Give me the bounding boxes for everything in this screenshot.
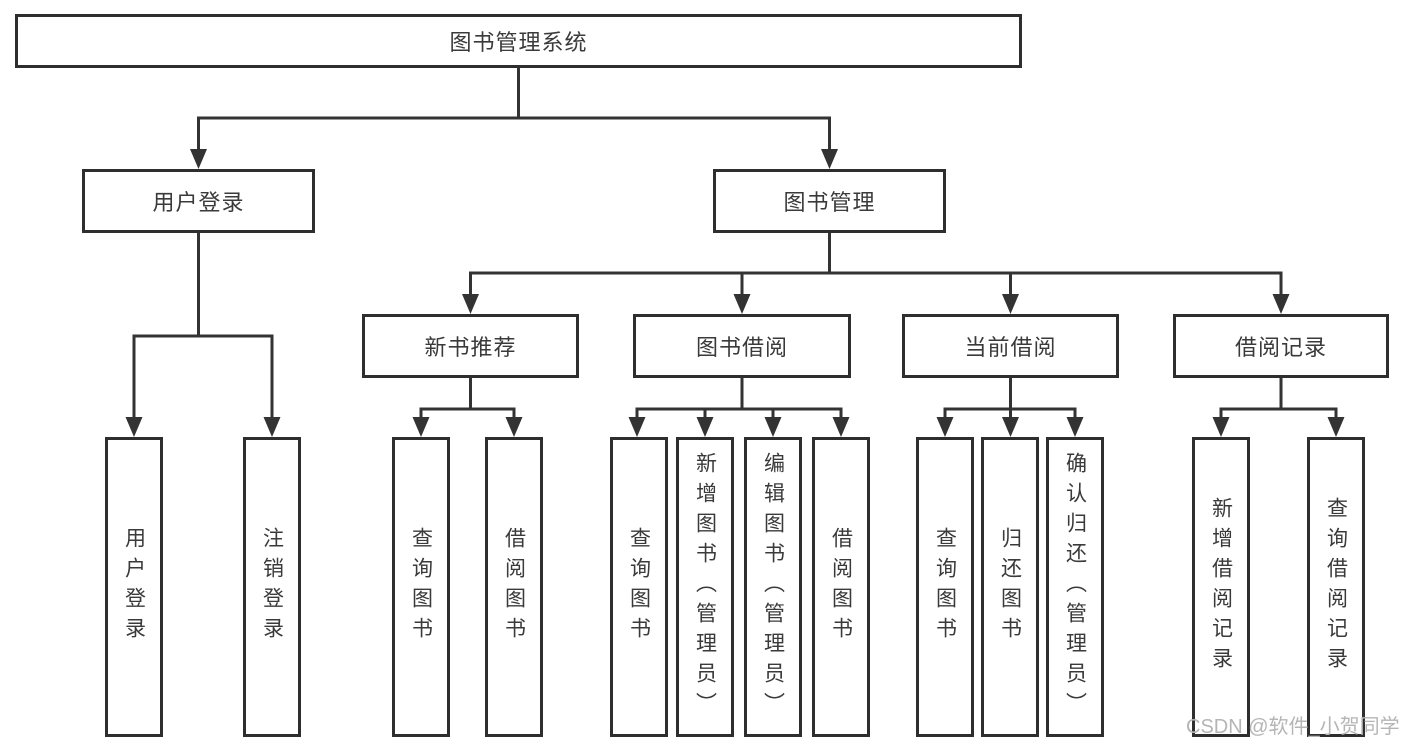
leaf-node-borrowing-edit-book-admin-label: 编辑图书（管理员） — [761, 452, 785, 722]
leaf-node-current-query-book-label: 查询图书 — [933, 527, 957, 647]
leaf-node-current-confirm-return-admin: 确认归还（管理员） — [1046, 437, 1104, 737]
leaf-node-current-query-book: 查询图书 — [916, 437, 974, 737]
group-node-new-book-recommend-label: 新书推荐 — [424, 335, 517, 360]
leaf-node-logout: 注销登录 — [243, 437, 301, 737]
leaf-node-recommend-borrow-book: 借阅图书 — [485, 437, 543, 737]
group-node-borrow-records-label: 借阅记录 — [1234, 335, 1327, 360]
root-node-library-system: 图书管理系统 — [15, 14, 1022, 68]
group-node-borrow-records: 借阅记录 — [1173, 314, 1389, 378]
leaf-node-recommend-query-book: 查询图书 — [392, 437, 450, 737]
group-node-current-borrowing: 当前借阅 — [902, 314, 1119, 378]
leaf-node-recommend-query-book-label: 查询图书 — [409, 527, 433, 647]
branch-node-book-management: 图书管理 — [713, 169, 946, 233]
leaf-node-records-add-record: 新增借阅记录 — [1192, 437, 1250, 737]
root-node-label: 图书管理系统 — [449, 30, 588, 55]
leaf-node-user-login-label: 用户登录 — [122, 527, 146, 647]
group-node-book-borrowing-label: 图书借阅 — [695, 335, 788, 360]
leaf-node-current-confirm-return-admin-label: 确认归还（管理员） — [1063, 452, 1087, 722]
leaf-node-current-return-book-label: 归还图书 — [998, 527, 1022, 647]
csdn-watermark: CSDN @软件_小贺同学 — [1186, 716, 1400, 738]
leaf-node-borrowing-borrow-book-label: 借阅图书 — [829, 527, 853, 647]
leaf-node-logout-label: 注销登录 — [260, 527, 284, 647]
branch-node-user-login-label: 用户登录 — [152, 190, 245, 215]
branch-node-user-login: 用户登录 — [82, 169, 315, 233]
leaf-node-borrowing-add-book-admin-label: 新增图书（管理员） — [693, 452, 717, 722]
leaf-node-current-return-book: 归还图书 — [981, 437, 1039, 737]
leaf-node-borrowing-edit-book-admin: 编辑图书（管理员） — [744, 437, 802, 737]
leaf-node-records-add-record-label: 新增借阅记录 — [1209, 497, 1233, 677]
leaf-node-borrowing-query-book-label: 查询图书 — [627, 527, 651, 647]
leaf-node-records-query-record-label: 查询借阅记录 — [1324, 497, 1348, 677]
leaf-node-user-login: 用户登录 — [105, 437, 163, 737]
leaf-node-recommend-borrow-book-label: 借阅图书 — [502, 527, 526, 647]
leaf-node-borrowing-add-book-admin: 新增图书（管理员） — [676, 437, 734, 737]
group-node-current-borrowing-label: 当前借阅 — [964, 335, 1057, 360]
group-node-new-book-recommend: 新书推荐 — [362, 314, 579, 378]
leaf-node-records-query-record: 查询借阅记录 — [1307, 437, 1365, 737]
leaf-node-borrowing-query-book: 查询图书 — [610, 437, 668, 737]
group-node-book-borrowing: 图书借阅 — [633, 314, 851, 378]
branch-node-book-management-label: 图书管理 — [783, 190, 876, 215]
leaf-node-borrowing-borrow-book: 借阅图书 — [812, 437, 870, 737]
